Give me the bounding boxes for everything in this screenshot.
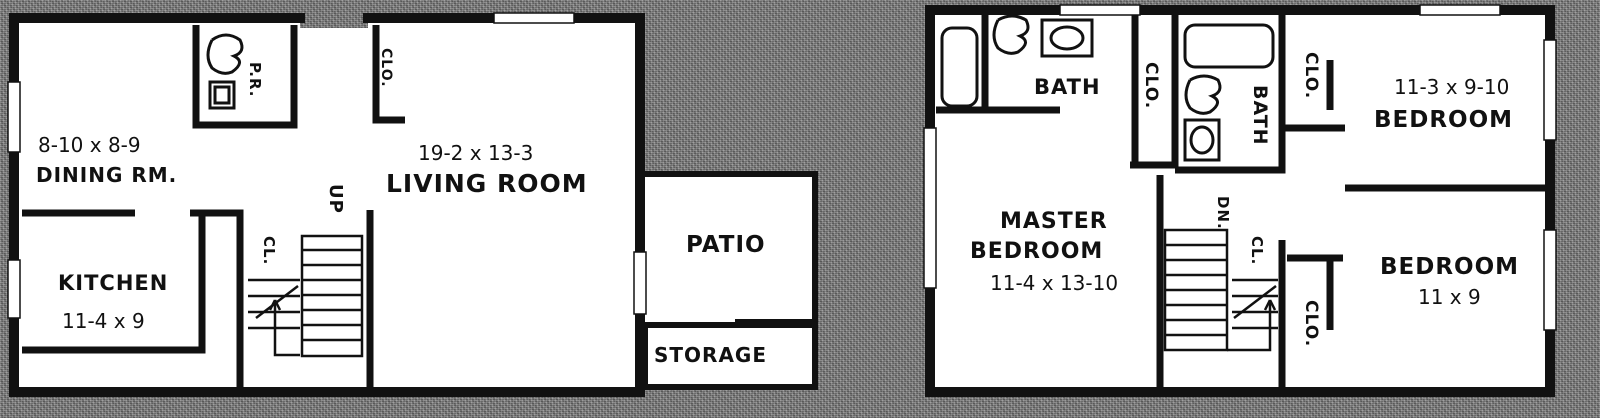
toilet-icon xyxy=(992,14,1030,55)
bath1-label: BATH xyxy=(1034,75,1101,99)
patio-label: PATIO xyxy=(686,232,766,258)
dining-label: DINING RM. xyxy=(36,163,177,187)
dining-dims: 8-10 x 8-9 xyxy=(38,133,141,157)
sink-icon xyxy=(1183,118,1221,162)
window xyxy=(923,127,937,289)
first-floor-area xyxy=(14,18,640,392)
master-label-2: BEDROOM xyxy=(970,239,1103,264)
sink-basin-icon xyxy=(213,85,231,105)
master-label-1: MASTER xyxy=(1000,209,1108,234)
toilet-icon xyxy=(206,33,244,75)
stair-icon xyxy=(248,234,364,358)
bedroom1-label: BEDROOM xyxy=(1374,107,1513,133)
living-label: LIVING ROOM xyxy=(386,169,588,198)
kitchen-dims: 11-4 x 9 xyxy=(62,309,145,333)
living-dims: 19-2 x 13-3 xyxy=(418,141,533,165)
window xyxy=(1059,4,1141,16)
stair-down-label: DN. xyxy=(1214,196,1232,230)
closet-top-label: CLO. xyxy=(378,48,394,88)
window xyxy=(1543,229,1557,331)
closet-mid-label: CLO. xyxy=(1141,62,1161,109)
first-floor-plan: 8-10 x 8-9 DINING RM. P.R. CLO. 19-2 x 1… xyxy=(7,12,818,397)
master-dims: 11-4 x 13-10 xyxy=(990,271,1118,295)
kitchen-label: KITCHEN xyxy=(58,271,168,295)
window xyxy=(7,81,21,153)
wall xyxy=(192,25,298,129)
wall xyxy=(22,213,206,354)
stair-closet-label: CL. xyxy=(1248,236,1266,265)
stair-icon xyxy=(1163,228,1278,352)
stair-up-label: UP xyxy=(325,184,346,214)
bath2-label: BATH xyxy=(1249,85,1271,146)
powder-room-label: P.R. xyxy=(246,62,264,97)
sink-icon xyxy=(1040,18,1094,58)
second-floor-plan: BATH CLO. BATH CLO. 11-3 x 9-10 BEDROOM … xyxy=(923,4,1557,397)
window xyxy=(1543,39,1557,141)
closet-bedroom2-label: CLO. xyxy=(1301,300,1321,347)
bathtub-icon xyxy=(1183,23,1275,69)
stair-closet-label: CL. xyxy=(260,236,278,265)
closet-right-label: CLO. xyxy=(1301,52,1321,99)
patio-area xyxy=(645,172,813,387)
bathtub-icon xyxy=(940,26,979,108)
wall xyxy=(1130,14,1179,169)
wall xyxy=(645,322,818,390)
window xyxy=(493,12,575,24)
storage-label: STORAGE xyxy=(654,343,767,367)
sink-basin-icon xyxy=(1189,125,1215,155)
bedroom1-dims: 11-3 x 9-10 xyxy=(1394,75,1509,99)
sink-basin-icon xyxy=(1049,25,1085,51)
wall xyxy=(1175,14,1286,174)
wall xyxy=(372,25,405,124)
window xyxy=(1419,4,1501,16)
window xyxy=(7,259,21,319)
window xyxy=(633,251,647,315)
wall xyxy=(190,209,244,388)
bedroom2-dims: 11 x 9 xyxy=(1418,285,1481,309)
sink-icon xyxy=(208,80,236,110)
toilet-icon xyxy=(1184,74,1222,115)
bedroom2-label: BEDROOM xyxy=(1380,254,1519,280)
